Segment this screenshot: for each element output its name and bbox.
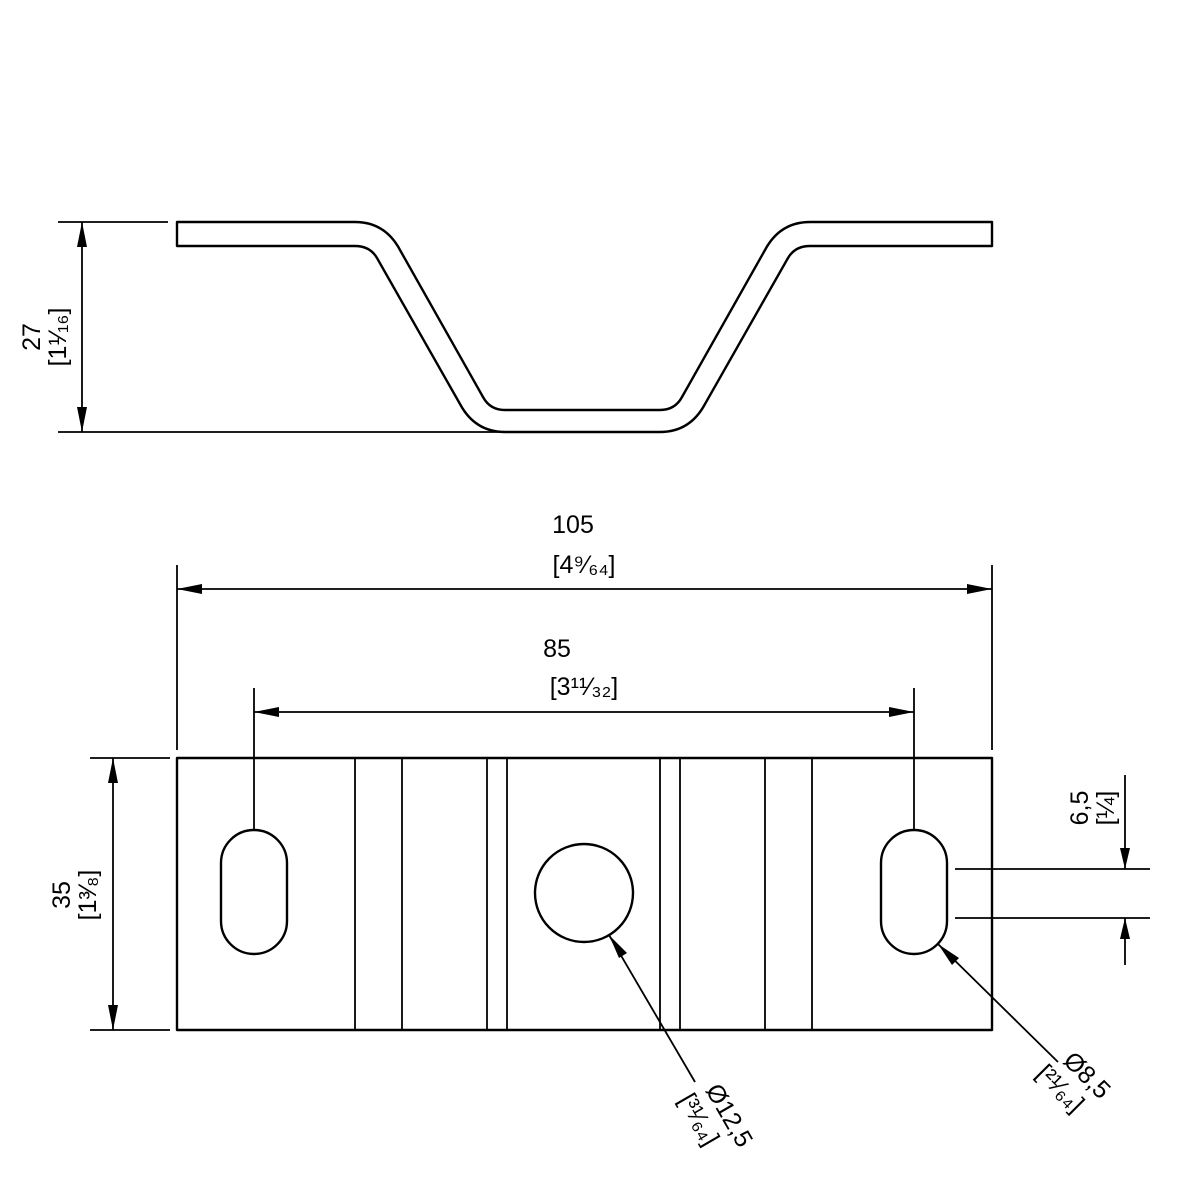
length-arrow-right (967, 584, 992, 594)
spacing-arrow-left (254, 707, 279, 717)
center-hole-leader (608, 934, 696, 1083)
front-view: 105 [4⁹⁄₆₄] 85 [3¹¹⁄₃₂] 35 [1³⁄₈] 6,5 [¼… (48, 511, 1150, 1152)
height-arrow-top (77, 222, 87, 247)
spacing-imperial: [3¹¹⁄₃₂] (550, 673, 619, 701)
center-hole-leader-arrow (609, 935, 627, 958)
left-slot-hole (219, 828, 289, 956)
slot-arrow-bottom (1120, 918, 1130, 939)
spacing-arrow-right (889, 707, 914, 717)
slot-hole-leader-arrow (938, 944, 959, 965)
slot-hole-leader (937, 943, 1059, 1063)
width-value: 35 (48, 881, 76, 909)
width-arrow-bottom (108, 1005, 118, 1030)
slot-width-imperial: [¼] (1092, 791, 1120, 826)
center-hole (533, 842, 635, 944)
right-slot-hole (879, 828, 949, 956)
length-value: 105 (552, 511, 594, 539)
height-arrow-bottom (77, 407, 87, 432)
length-imperial: [4⁹⁄₆₄] (553, 551, 616, 579)
plate-outline (175, 756, 994, 1032)
width-imperial: [1³⁄₈] (74, 870, 102, 921)
length-arrow-left (177, 584, 202, 594)
height-value: 27 (18, 323, 46, 351)
slot-width-value: 6,5 (1066, 791, 1094, 826)
slot-arrow-top (1120, 848, 1130, 869)
width-arrow-top (108, 758, 118, 783)
spacing-value: 85 (543, 635, 571, 663)
side-view: 27 [1¹⁄₁₆] (18, 220, 994, 434)
height-imperial: [1¹⁄₁₆] (44, 308, 72, 367)
bracket-profile (175, 220, 994, 434)
